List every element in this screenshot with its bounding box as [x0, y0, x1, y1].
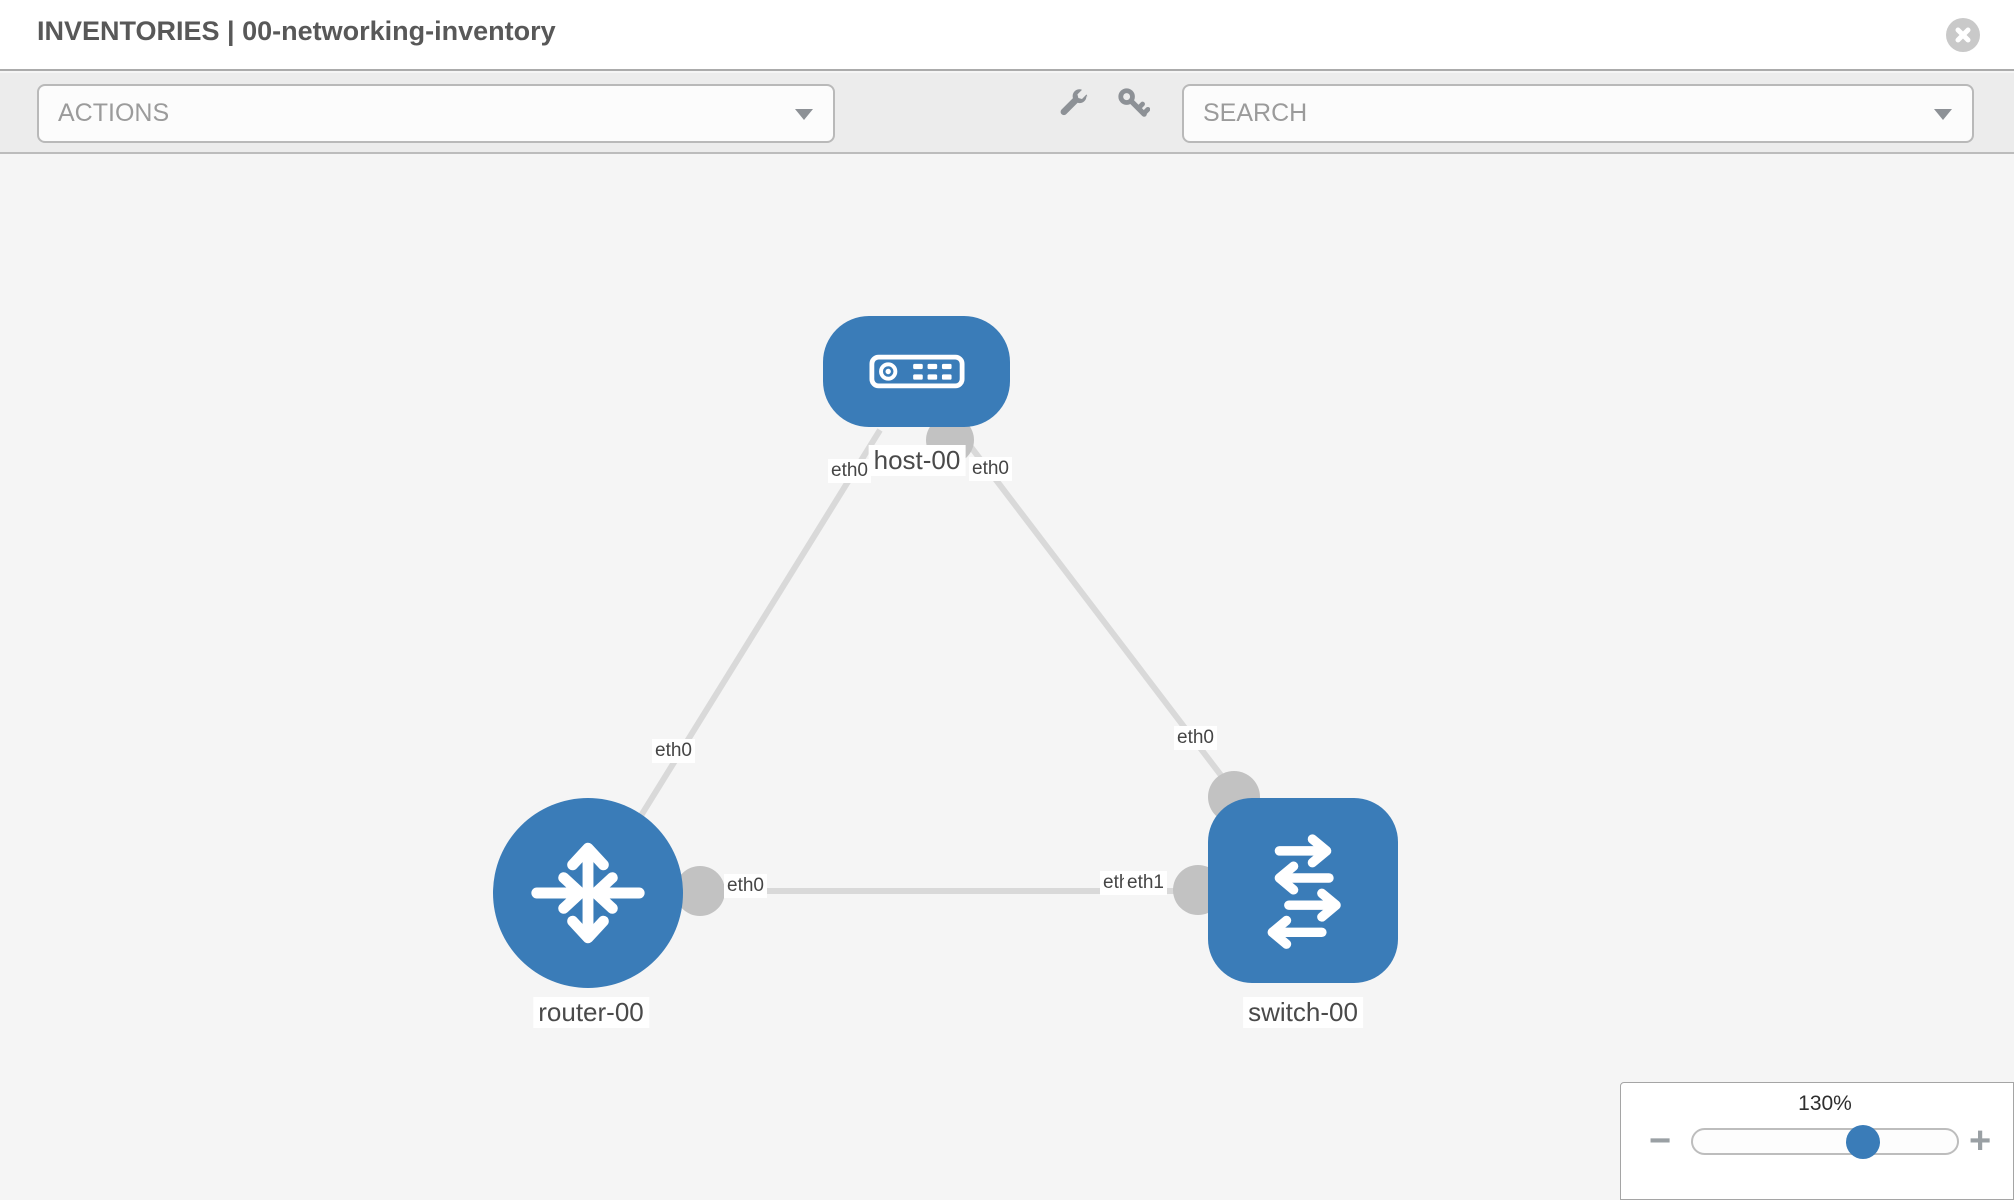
topology-canvas[interactable]: host-00 router-00 switch-00 eth0 eth0 et…: [0, 154, 2014, 1200]
credentials-button[interactable]: [1111, 81, 1155, 125]
search-dropdown-placeholder: SEARCH: [1203, 99, 1308, 127]
configure-button[interactable]: [1050, 81, 1094, 125]
node-label-host: host-00: [868, 445, 966, 476]
node-label-router: router-00: [533, 997, 649, 1028]
node-switch-00[interactable]: [1208, 798, 1398, 983]
interface-label: eth1: [1124, 871, 1167, 895]
switch-arrows-icon: [1267, 833, 1341, 949]
zoom-out-button[interactable]: −: [1649, 1120, 1672, 1162]
zoom-control-panel: 130% − +: [1620, 1082, 2014, 1200]
page-title: INVENTORIES | 00-networking-inventory: [37, 16, 556, 46]
host-device-icon: [868, 354, 965, 389]
node-router-00[interactable]: [493, 798, 683, 988]
header: INVENTORIES | 00-networking-inventory: [0, 0, 2014, 71]
interface-label: eth0: [828, 459, 871, 483]
close-button[interactable]: [1946, 18, 1980, 52]
zoom-slider-track[interactable]: [1691, 1128, 1959, 1155]
node-host-00[interactable]: [823, 316, 1010, 427]
wrench-icon: [1060, 89, 1088, 116]
chevron-down-icon: [795, 108, 813, 120]
zoom-in-button[interactable]: +: [1969, 1120, 1992, 1162]
toolbar: ACTIONS SEARCH: [0, 73, 2014, 154]
chevron-down-icon: [1934, 108, 1952, 120]
topology-links-layer: [595, 416, 1260, 916]
x-circle-icon: [1955, 27, 1971, 43]
interface-label: eth0: [969, 457, 1012, 481]
router-arrows-icon: [531, 842, 645, 944]
actions-dropdown-placeholder: ACTIONS: [58, 99, 170, 127]
search-dropdown[interactable]: SEARCH: [1182, 84, 1974, 143]
interface-label: eth0: [1174, 726, 1217, 750]
node-label-switch: switch-00: [1243, 997, 1363, 1028]
zoom-slider-thumb[interactable]: [1846, 1125, 1880, 1159]
key-icon: [1118, 88, 1150, 117]
interface-label: eth0: [724, 874, 767, 898]
interface-label: eth0: [652, 739, 695, 763]
zoom-level-value: 130%: [1798, 1092, 1852, 1115]
actions-dropdown[interactable]: ACTIONS: [37, 84, 835, 143]
